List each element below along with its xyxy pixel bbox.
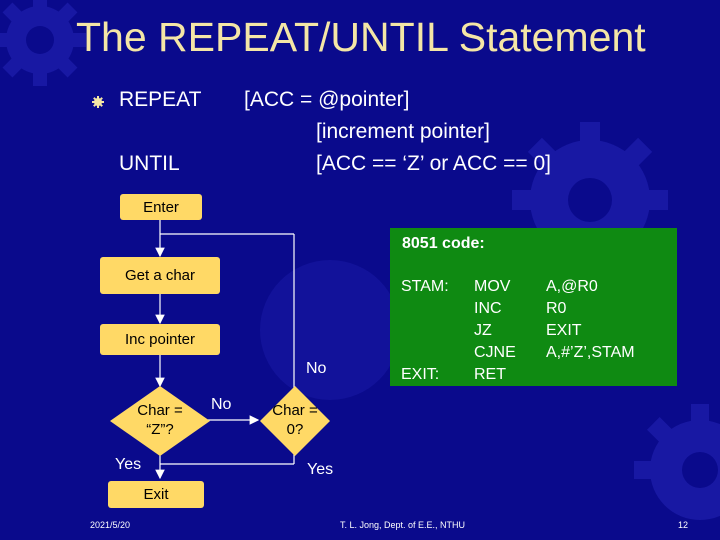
until-keyword: UNTIL — [119, 152, 180, 175]
enter-terminal: Enter — [120, 194, 202, 220]
no-label-branch: No — [211, 396, 232, 413]
repeat-statement: [ACC = @pointer] — [244, 88, 410, 111]
decision-char-z-line2: “Z”? — [146, 421, 174, 438]
decision-char-zero-line2: 0? — [286, 421, 304, 438]
decision-char-zero-line1: Char = — [272, 402, 318, 419]
slide-title: The REPEAT/UNTIL Statement — [76, 14, 646, 60]
footer-date: 2021/5/20 — [90, 520, 131, 530]
footer-page-number: 12 — [678, 520, 689, 530]
decision-char-zero — [260, 386, 330, 456]
decision-char-z-text: Char = “Z”? — [124, 398, 196, 442]
code-operands: A,@R0 R0 EXIT A,#’Z’,STAM — [546, 278, 635, 361]
decision-char-z — [110, 386, 210, 456]
footer-author: T. L. Jong, Dept. of E.E., NTHU — [340, 520, 466, 530]
inc-pointer-box: Inc pointer — [100, 324, 220, 355]
exit-label: Exit — [143, 486, 169, 503]
yes-label-zero: Yes — [307, 461, 334, 478]
no-label-loop: No — [306, 360, 327, 377]
decision-char-zero-text: Char = 0? — [262, 398, 328, 442]
until-condition: [ACC == ‘Z’ or ACC == 0] — [316, 152, 551, 175]
repeat-keyword: REPEAT — [119, 88, 202, 111]
code-mnemonics: MOV INC JZ CJNE RET — [474, 278, 516, 383]
get-char-box: Get a char — [100, 257, 220, 294]
gear-icon — [260, 260, 400, 400]
exit-terminal: Exit — [108, 481, 204, 508]
code-labels: STAM: EXIT: — [401, 278, 449, 383]
yes-label-z: Yes — [115, 456, 142, 473]
bullet-icon — [92, 96, 104, 108]
get-char-label: Get a char — [124, 267, 196, 284]
increment-statement: [increment pointer] — [316, 120, 490, 143]
code-panel: 8051 code: STAM: EXIT: MOV INC JZ CJNE R… — [390, 228, 677, 386]
enter-label: Enter — [143, 198, 179, 216]
code-heading: 8051 code: — [402, 235, 485, 252]
inc-pointer-label: Inc pointer — [124, 331, 196, 348]
decision-char-z-line1: Char = — [137, 402, 183, 419]
